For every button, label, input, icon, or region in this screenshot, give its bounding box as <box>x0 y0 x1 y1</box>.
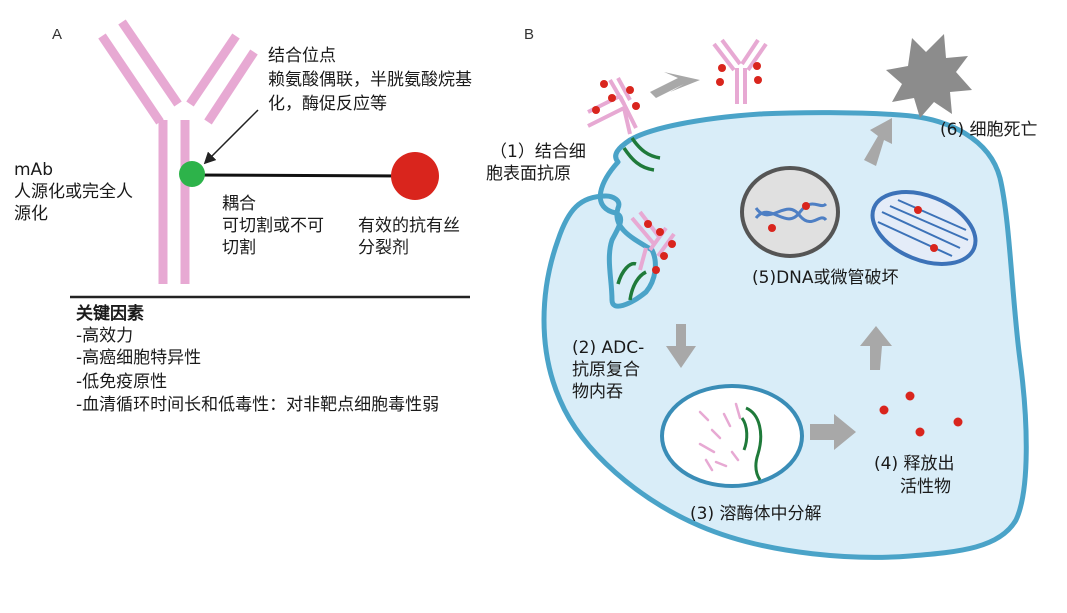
binding-site-line2: 赖氨酸偶联，半胱氨酸烷基 <box>268 70 472 90</box>
key-factor-item: -高效力 <box>76 326 134 346</box>
coupling-line2: 可切割或不可 <box>222 216 324 236</box>
arrow-step0 <box>650 72 700 98</box>
binding-site-line3: 化，酶促反应等 <box>268 94 387 114</box>
key-factor-item: -高癌细胞特异性 <box>76 348 202 368</box>
key-factors-title: 关键因素 <box>76 304 144 324</box>
mab-line1: mAb <box>14 160 53 180</box>
process-arrows <box>650 72 892 450</box>
arrow-step2 <box>666 324 696 368</box>
step4-line2: 活性物 <box>900 477 951 497</box>
dead-cell-icon <box>886 34 972 118</box>
lysosome <box>660 384 804 488</box>
step2-line1: (2) ADC- <box>572 338 645 358</box>
panel-b-letter: B <box>524 26 535 43</box>
adc-free <box>712 38 768 104</box>
nucleus-dna <box>740 166 840 258</box>
mab-line3: 源化 <box>14 204 48 224</box>
binding-site-arrow <box>203 109 259 165</box>
released-payload <box>879 391 963 437</box>
mab-line2: 人源化或完全人 <box>14 182 133 202</box>
panel-a <box>70 19 470 299</box>
step1-line1: （1）结合细 <box>490 142 586 162</box>
microtubule <box>870 190 978 266</box>
step4-line1: (4) 释放出 <box>874 454 955 474</box>
key-factor-item: -血清循环时间长和低毒性：对非靶点细胞毒性弱 <box>76 395 440 415</box>
arrow-step5 <box>864 118 892 166</box>
linker-line <box>191 173 405 178</box>
step2-line3: 物内吞 <box>572 382 623 402</box>
panel-b <box>541 34 1029 560</box>
step1-line2: 胞表面抗原 <box>486 164 571 184</box>
arrow-step4 <box>860 326 892 370</box>
linker-node-icon <box>179 161 205 187</box>
payload-drug-icon <box>391 152 439 200</box>
step6-label: (6) 细胞死亡 <box>940 120 1038 140</box>
receptor-icon <box>622 137 661 172</box>
step3-label: (3) 溶酶体中分解 <box>690 504 822 524</box>
panel-a-letter: A <box>52 26 63 43</box>
arrow-step3 <box>810 414 856 450</box>
coupling-line3: 切割 <box>222 238 256 258</box>
binding-site-title: 结合位点 <box>268 46 336 66</box>
payload-line1: 有效的抗有丝 <box>358 216 460 236</box>
antibody-large <box>98 19 258 284</box>
payload-line2: 分裂剂 <box>358 238 409 258</box>
key-factor-item: -低免疫原性 <box>76 372 168 392</box>
adc-bound-surface <box>587 77 661 172</box>
adc-internalized <box>616 210 676 301</box>
step2-line2: 抗原复合 <box>572 360 640 380</box>
coupling-line1: 耦合 <box>222 194 256 214</box>
step5-label: (5)DNA或微管破坏 <box>752 268 899 288</box>
